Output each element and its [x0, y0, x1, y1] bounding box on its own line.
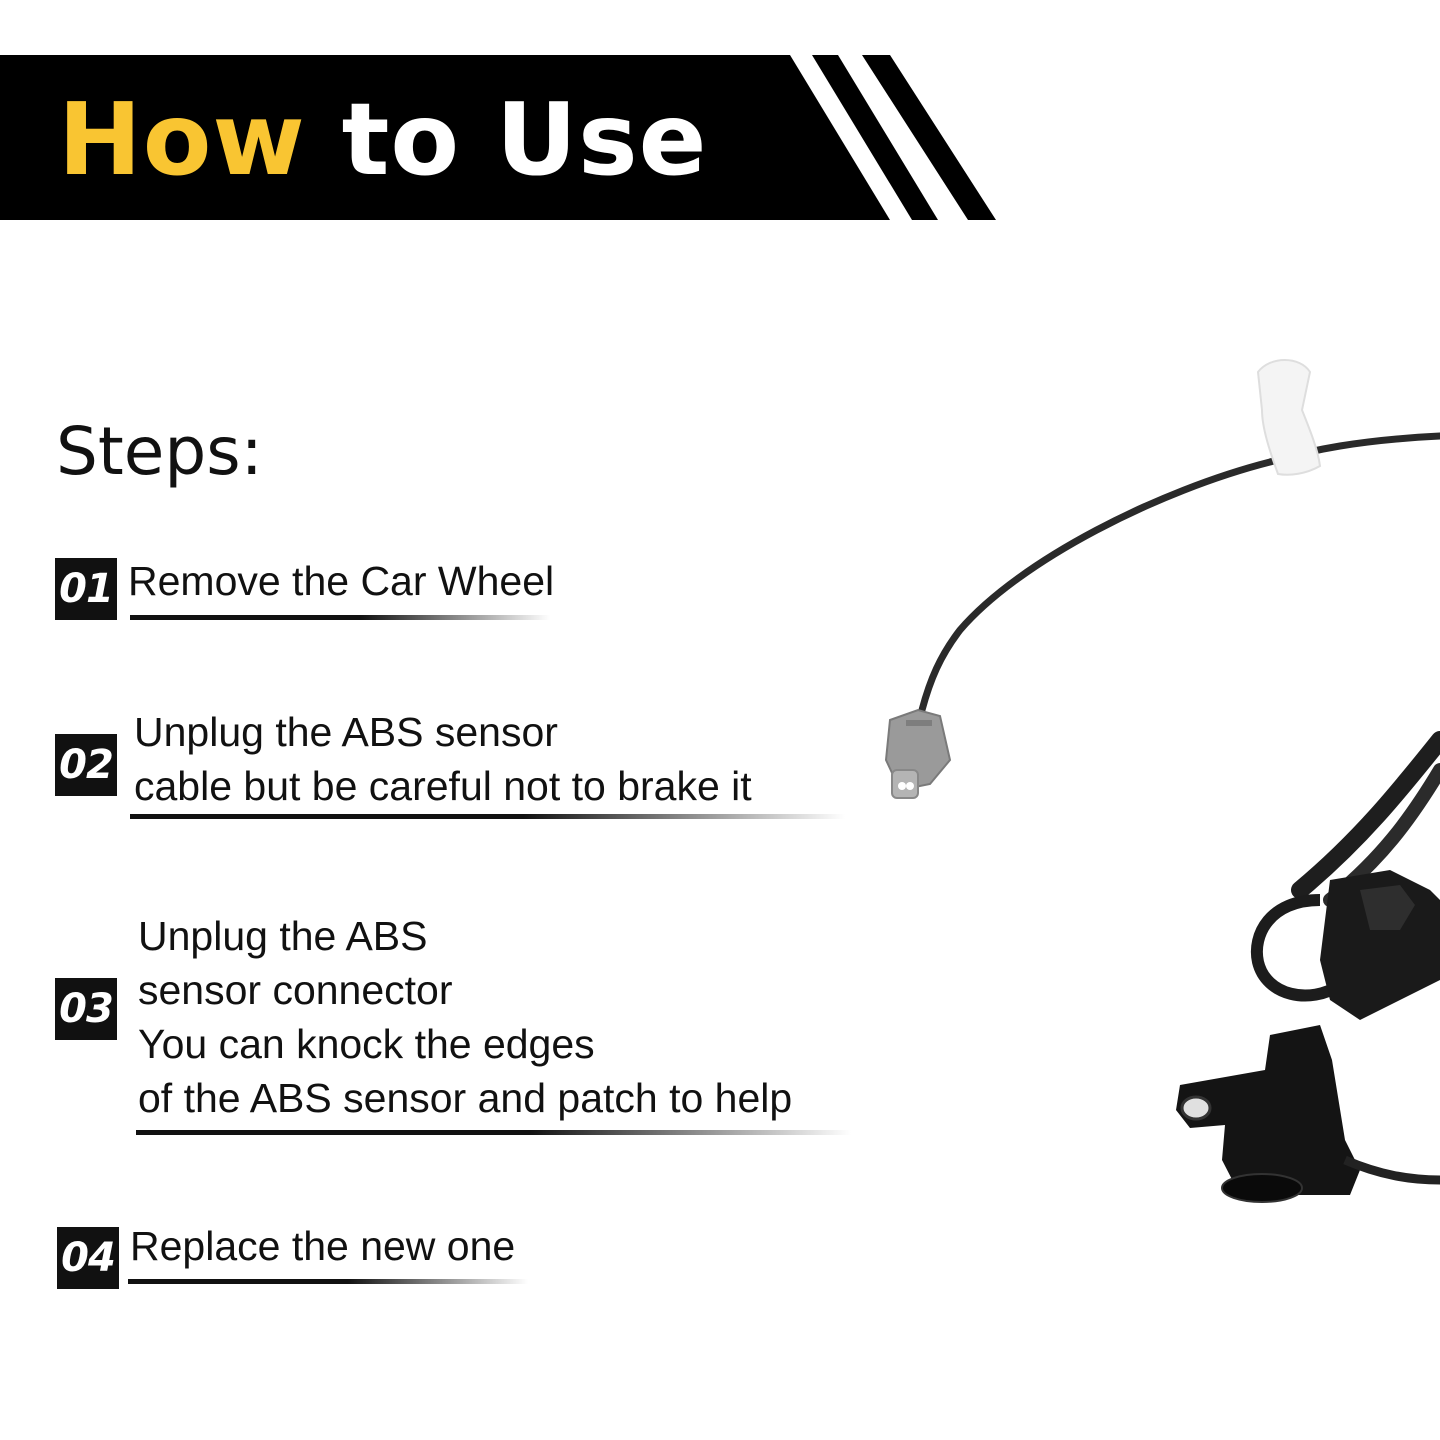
step-number-badge: 04 — [57, 1227, 119, 1289]
step-line: Remove the Car Wheel — [128, 558, 555, 604]
step-text: Replace the new one — [130, 1219, 515, 1273]
step-number-badge: 01 — [55, 558, 117, 620]
step-line: You can knock the edges — [138, 1021, 595, 1067]
banner-stripe — [862, 55, 996, 220]
step-underline — [128, 1279, 528, 1284]
banner-stripe — [812, 55, 938, 220]
step-number-badge: 02 — [55, 734, 117, 796]
sensor-face — [1221, 1173, 1303, 1203]
page-title: How to Use — [58, 80, 707, 200]
step-line: Unplug the ABS — [138, 913, 428, 959]
sensor-cable — [1343, 1155, 1440, 1185]
grey-connector — [884, 708, 952, 799]
sensor-bracket — [1360, 885, 1415, 930]
sensor-cable — [1250, 894, 1344, 1002]
header-banner — [0, 55, 996, 220]
step-line: sensor connector — [138, 967, 453, 1013]
banner-bar — [0, 55, 890, 220]
step-underline — [130, 615, 550, 620]
title-accent: How — [58, 81, 306, 198]
step-underline — [130, 814, 845, 819]
step-text: Remove the Car Wheel — [128, 554, 554, 608]
step-line: of the ABS sensor and patch to help — [138, 1075, 793, 1121]
cable-clip — [1256, 359, 1322, 476]
title-rest: to Use — [305, 81, 708, 198]
step-text: Unplug the ABS sensor cable but be caref… — [134, 705, 752, 813]
steps-heading: Steps: — [56, 413, 263, 490]
sensor-cable — [918, 432, 1440, 714]
step-text: Unplug the ABS sensor connector You can … — [138, 909, 792, 1125]
sensor-mount-hole — [1180, 1095, 1212, 1121]
step-underline — [136, 1130, 851, 1135]
step-line: Replace the new one — [130, 1223, 516, 1269]
step-line: cable but be careful not to brake it — [134, 763, 752, 809]
sensor-cable — [1291, 731, 1440, 899]
sensor-body — [1176, 1025, 1360, 1195]
step-line: Unplug the ABS sensor — [134, 709, 558, 755]
step-number-badge: 03 — [55, 978, 117, 1040]
